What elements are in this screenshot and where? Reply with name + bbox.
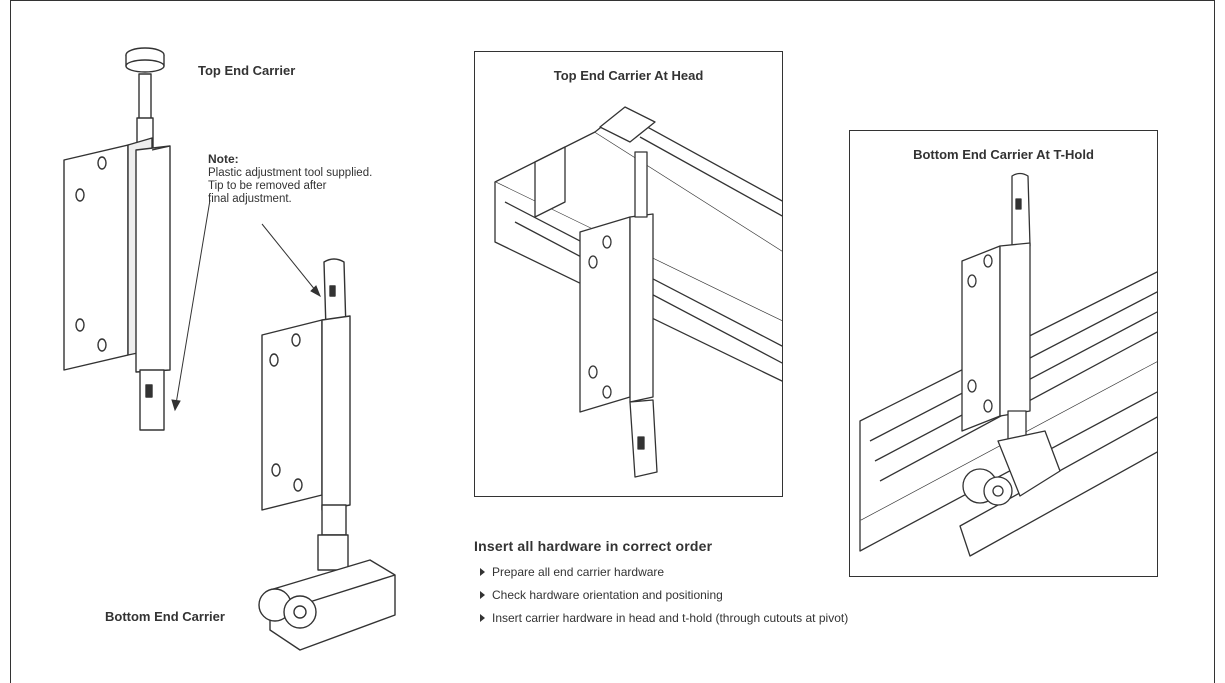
top-end-carrier-label: Top End Carrier	[198, 63, 296, 78]
arrow-right-icon	[480, 568, 485, 576]
instruction-step-text: Insert carrier hardware in head and t-ho…	[492, 611, 849, 625]
note-line-3: final adjustment.	[208, 193, 292, 205]
arrow-right-icon	[480, 614, 485, 622]
thold-assembly-drawing	[859, 172, 1157, 557]
instruction-step: Insert carrier hardware in head and t-ho…	[480, 611, 849, 625]
instructions-heading: Insert all hardware in correct order	[474, 538, 713, 554]
instruction-step-text: Prepare all end carrier hardware	[492, 565, 665, 579]
panel-bottom-carrier-at-thold: Bottom End Carrier At T-Hold	[849, 130, 1158, 577]
instruction-step-text: Check hardware orientation and positioni…	[492, 588, 723, 602]
instruction-step: Prepare all end carrier hardware	[480, 565, 848, 579]
instructions-block: Insert all hardware in correct order Pre…	[474, 538, 848, 635]
drawing-frame	[10, 0, 1215, 683]
arrow-right-icon	[480, 591, 485, 599]
panel-head-title: Top End Carrier At Head	[553, 68, 704, 83]
panel-thold-title: Bottom End Carrier At T-Hold	[913, 147, 1094, 162]
head-assembly-drawing	[494, 106, 782, 478]
panel-top-carrier-at-head: Top End Carrier At Head	[474, 51, 783, 497]
bottom-end-carrier-label: Bottom End Carrier	[105, 609, 225, 624]
note-line-1: Plastic adjustment tool supplied.	[208, 167, 373, 179]
frame-top-border	[10, 0, 1215, 1]
instruction-step: Check hardware orientation and positioni…	[480, 588, 848, 602]
note-heading: Note:	[208, 152, 239, 166]
note-block: Note: Plastic adjustment tool supplied. …	[208, 153, 372, 206]
note-line-2: Tip to be removed after	[208, 180, 327, 192]
